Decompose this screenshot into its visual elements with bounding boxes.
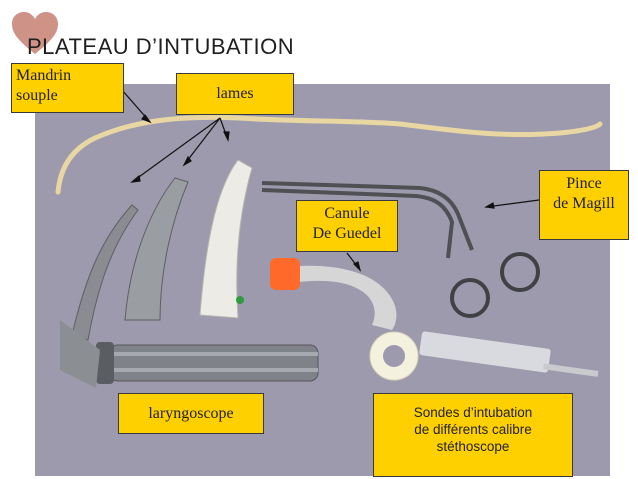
label-pince: Pince de Magill [539,170,629,240]
label-canule: Canule De Guedel [296,200,398,252]
magill-shape [261,181,474,251]
label-mandrin: Mandrin souple [11,63,124,113]
label-sondes: Sondes d’intubation de différents calibr… [373,393,573,477]
blade-curved-shape [71,204,139,341]
guedel-shape [280,265,397,330]
blade-plastic-shape [199,159,253,319]
pointer-arrows [121,89,540,272]
blade-green-dot [236,296,244,304]
handle-shape [109,344,319,382]
label-laryngoscope: laryngoscope [118,393,264,434]
blade-macintosh-shape [124,177,189,321]
label-lames: lames [176,73,294,115]
stylet-shape [55,114,603,195]
syringe-shape [419,331,551,373]
slide-title: PLATEAU D’INTUBATION [27,34,295,59]
heart-icon [12,12,58,54]
